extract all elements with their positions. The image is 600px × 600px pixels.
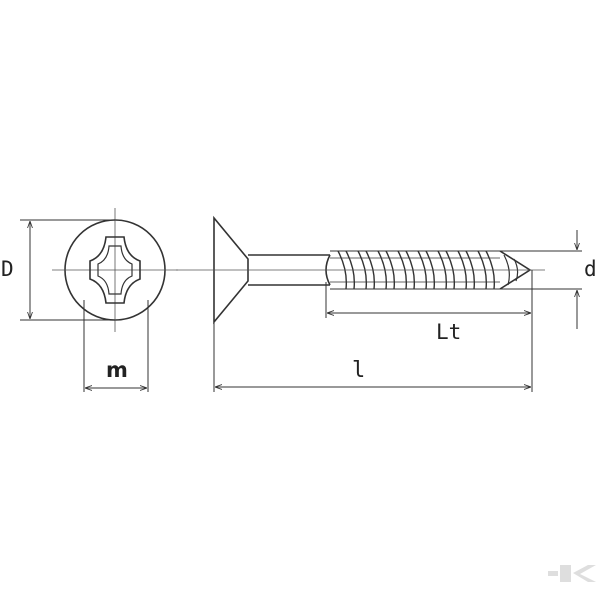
phillips-recess-outer [89, 236, 141, 304]
label-head-diameter: D [1, 257, 14, 281]
dimension-thread-length [325, 270, 533, 392]
label-thread-diameter: d [584, 257, 597, 281]
label-recess-size: m [106, 358, 128, 382]
countersunk-head [213, 215, 249, 325]
label-total-length: l [352, 358, 365, 383]
dimension-head-diameter [20, 219, 115, 321]
screw-head-top-view [52, 208, 178, 332]
phillips-recess-inner [97, 245, 133, 295]
label-thread-length: Lt [436, 320, 461, 344]
dimension-recess-size [83, 300, 149, 392]
dimension-total-length [213, 322, 531, 392]
brand-watermark-logo [548, 565, 596, 582]
dimension-thread-diameter [470, 230, 582, 329]
